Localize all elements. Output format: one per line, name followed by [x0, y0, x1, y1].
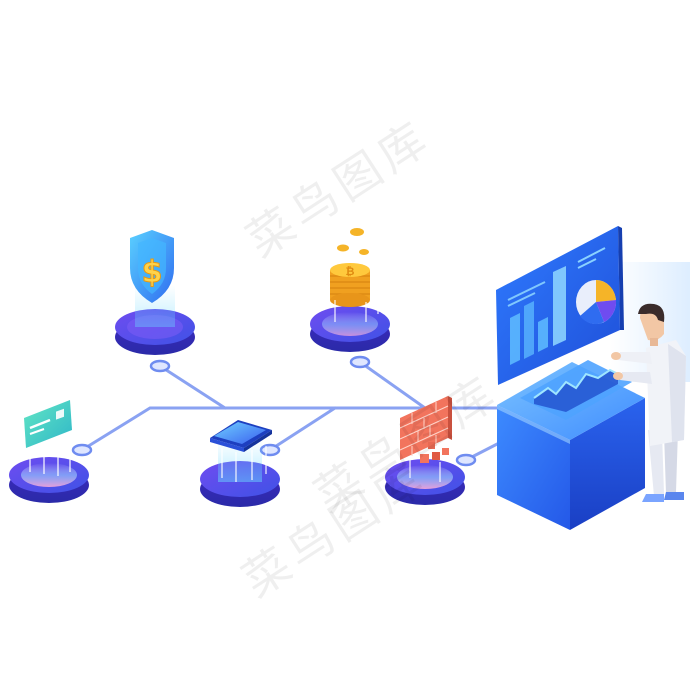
node-dot-shield	[149, 359, 171, 373]
node-dot-chip	[259, 443, 281, 457]
node-dot-card	[71, 443, 93, 457]
console-front	[497, 405, 570, 530]
bitcoin-coins-icon: ₿	[330, 228, 370, 307]
branch-chip-line	[268, 406, 337, 452]
console-side	[570, 398, 645, 530]
chip-icon	[210, 420, 272, 452]
floating-coin	[350, 228, 364, 236]
node-dot-coins	[349, 355, 371, 369]
platform-coins: ₿	[310, 228, 390, 352]
screen-pie-chart	[576, 279, 617, 325]
network-lines	[80, 360, 507, 462]
platform-chip	[200, 420, 280, 507]
credit-card-icon	[24, 400, 72, 448]
dollar-glyph: $	[142, 255, 163, 290]
floating-coin	[359, 249, 369, 255]
analyst-person-icon	[611, 303, 686, 502]
shield-dollar-icon: $	[130, 230, 174, 303]
branch-coins-line	[358, 360, 427, 410]
trunk-line	[80, 406, 502, 452]
branch-shield-line	[158, 364, 227, 410]
platform-shield: $	[115, 230, 195, 355]
node-dot-firewall	[455, 453, 477, 467]
platform-firewall	[385, 396, 465, 505]
platform-card	[9, 400, 89, 503]
brick-firewall-icon	[399, 396, 452, 463]
screen-bar-chart	[510, 266, 566, 365]
touch-panel-wave	[534, 370, 618, 412]
bitcoin-glyph: ₿	[346, 265, 355, 278]
floating-coin	[337, 244, 349, 252]
line-node-dots	[71, 355, 477, 467]
